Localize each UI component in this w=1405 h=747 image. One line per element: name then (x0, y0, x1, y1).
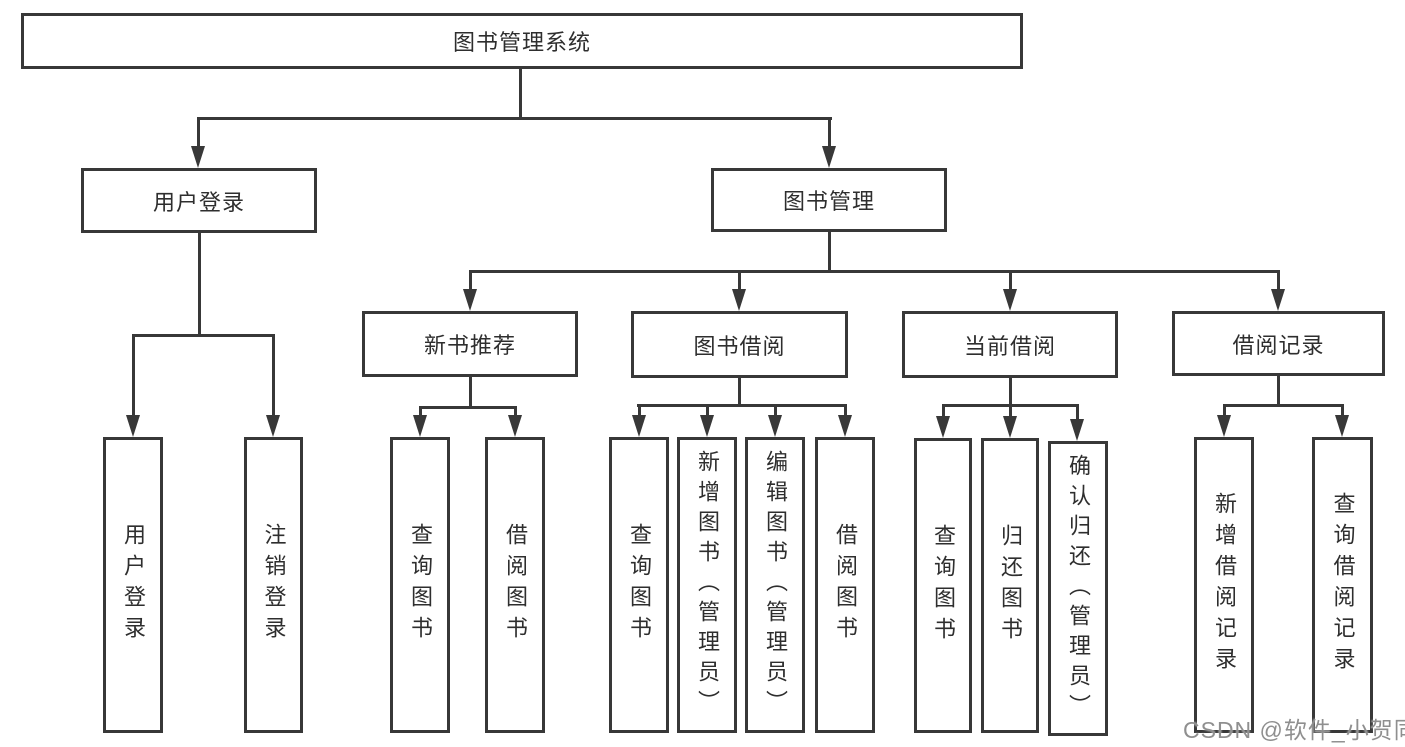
node-new-book-recommend-label: 新书推荐 (423, 333, 516, 358)
leaf-add-borrow-record-label: 新增借阅记录 (1212, 492, 1237, 678)
connector-line (738, 270, 741, 292)
leaf-recommend-query-books-label: 查询图书 (408, 523, 433, 647)
leaf-confirm-return-admin-label: 确认归还（管理员） (1066, 453, 1091, 724)
connector-line (132, 334, 275, 337)
connector-line (844, 404, 847, 417)
node-user-login-label: 用户登录 (152, 189, 245, 215)
arrow-down-icon (1070, 419, 1084, 441)
arrow-down-icon (700, 415, 714, 437)
connector-line (738, 378, 741, 407)
arrow-down-icon (632, 415, 646, 437)
arrow-down-icon (126, 415, 140, 437)
connector-line (1223, 404, 1226, 417)
arrow-down-icon (1003, 416, 1017, 438)
leaf-borrow-books-label: 借阅图书 (833, 523, 858, 647)
connector-line (419, 406, 517, 409)
connector-line (1277, 376, 1280, 407)
node-current-borrow-label: 当前借阅 (963, 333, 1056, 359)
node-book-management-label: 图书管理 (782, 189, 875, 214)
connector-line (197, 117, 200, 148)
connector-line (419, 406, 422, 417)
node-book-borrow: 图书借阅 (631, 311, 848, 378)
leaf-return-books-label: 归还图书 (998, 523, 1023, 648)
connector-line (197, 117, 832, 120)
arrow-down-icon (732, 289, 746, 311)
node-new-book-recommend: 新书推荐 (362, 311, 578, 377)
arrow-down-icon (1335, 415, 1349, 437)
leaf-return-books: 归还图书 (981, 438, 1039, 733)
leaf-edit-books-admin-label: 编辑图书（管理员） (763, 450, 788, 720)
arrow-down-icon (822, 146, 836, 168)
connector-line (1076, 404, 1079, 420)
leaf-confirm-return-admin: 确认归还（管理员） (1048, 441, 1108, 736)
connector-line (514, 406, 517, 417)
leaf-add-books-admin-label: 新增图书（管理员） (695, 450, 720, 720)
connector-line (132, 334, 135, 419)
connector-line (1341, 404, 1344, 417)
leaf-user-login-label: 用户登录 (121, 523, 146, 647)
connector-line (272, 334, 275, 419)
connector-line (1009, 378, 1012, 407)
leaf-logout: 注销登录 (244, 437, 303, 733)
leaf-recommend-borrow-books: 借阅图书 (485, 437, 545, 733)
connector-line (1009, 270, 1012, 292)
node-borrow-record: 借阅记录 (1172, 311, 1385, 376)
node-book-borrow-label: 图书借阅 (693, 333, 786, 359)
arrow-down-icon (266, 415, 280, 437)
arrow-down-icon (1271, 289, 1285, 311)
node-current-borrow: 当前借阅 (902, 311, 1118, 378)
leaf-current-query-books-label: 查询图书 (931, 523, 956, 648)
csdn-watermark: CSDN @软件_小贺同学 (1183, 717, 1405, 743)
arrow-down-icon (191, 146, 205, 168)
leaf-borrow-books: 借阅图书 (815, 437, 875, 733)
connector-line (519, 69, 522, 117)
node-user-login: 用户登录 (81, 168, 317, 233)
arrow-down-icon (936, 416, 950, 438)
node-root-label: 图书管理系统 (452, 30, 591, 55)
connector-line (637, 404, 846, 407)
connector-line (469, 270, 1280, 273)
arrow-down-icon (838, 415, 852, 437)
leaf-add-borrow-record: 新增借阅记录 (1194, 437, 1254, 733)
connector-line (1223, 404, 1344, 407)
connector-line (828, 117, 831, 148)
leaf-current-query-books: 查询图书 (914, 438, 972, 733)
connector-line (638, 404, 641, 417)
connector-line (469, 270, 472, 292)
connector-line (942, 404, 945, 417)
connector-line (706, 404, 709, 417)
leaf-add-books-admin: 新增图书（管理员） (677, 437, 737, 733)
connector-line (774, 404, 777, 417)
leaf-borrow-query-books: 查询图书 (609, 437, 669, 733)
arrow-down-icon (768, 415, 782, 437)
leaf-logout-label: 注销登录 (261, 523, 287, 647)
node-root: 图书管理系统 (21, 13, 1023, 69)
connector-line (1009, 404, 1012, 417)
leaf-recommend-borrow-books-label: 借阅图书 (503, 523, 528, 647)
node-borrow-record-label: 借阅记录 (1232, 332, 1325, 358)
connector-line (828, 232, 831, 273)
leaf-edit-books-admin: 编辑图书（管理员） (745, 437, 805, 733)
arrow-down-icon (508, 415, 522, 437)
connector-line (198, 233, 201, 336)
leaf-recommend-query-books: 查询图书 (390, 437, 450, 733)
leaf-borrow-query-books-label: 查询图书 (627, 523, 652, 647)
connector-line (1277, 270, 1280, 292)
leaf-query-borrow-record: 查询借阅记录 (1312, 437, 1373, 733)
arrow-down-icon (1217, 415, 1231, 437)
connector-line (469, 377, 472, 409)
arrow-down-icon (1003, 289, 1017, 311)
node-book-management: 图书管理 (711, 168, 947, 232)
arrow-down-icon (413, 415, 427, 437)
leaf-user-login: 用户登录 (103, 437, 163, 733)
arrow-down-icon (463, 289, 477, 311)
leaf-query-borrow-record-label: 查询借阅记录 (1330, 492, 1356, 678)
